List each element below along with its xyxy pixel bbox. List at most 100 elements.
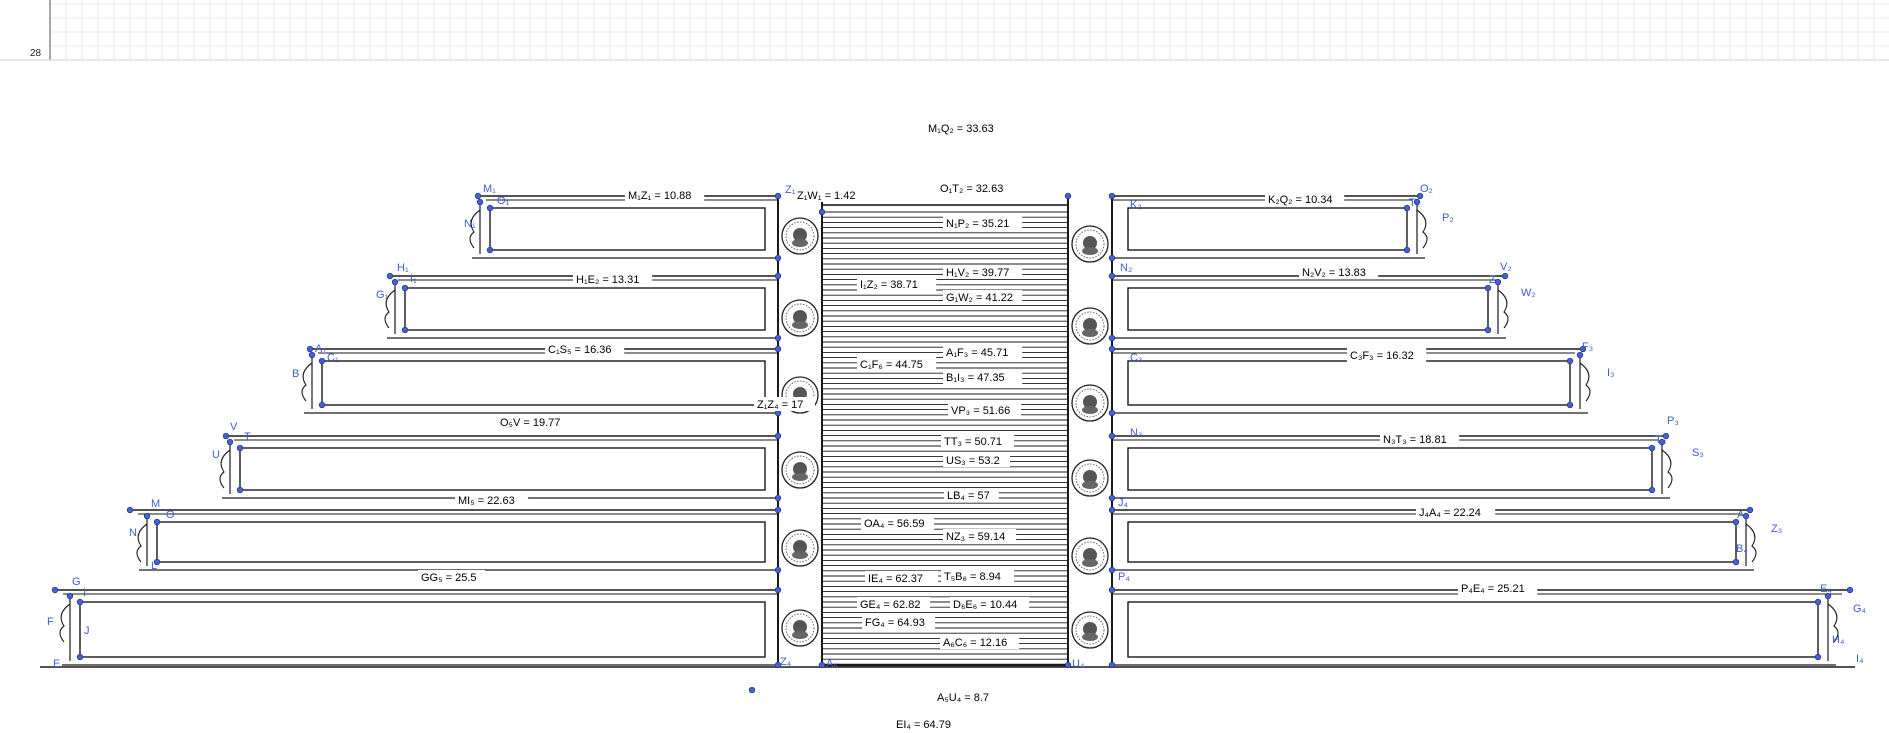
point[interactable] <box>774 334 782 342</box>
handle-curve <box>301 362 313 402</box>
point[interactable] <box>1108 661 1116 669</box>
point-label-O: O <box>166 509 175 521</box>
point[interactable] <box>1108 586 1116 594</box>
point[interactable] <box>76 653 84 661</box>
point[interactable] <box>1566 401 1574 409</box>
measure-OA4: OA₄ = 56.59 <box>861 516 935 530</box>
point[interactable] <box>1403 246 1411 254</box>
point[interactable] <box>1566 357 1574 365</box>
point[interactable] <box>1484 326 1492 334</box>
point[interactable] <box>306 345 314 353</box>
point[interactable] <box>774 506 782 514</box>
point[interactable] <box>76 598 84 606</box>
point[interactable] <box>774 432 782 440</box>
point[interactable] <box>66 592 74 600</box>
handle-curve <box>1661 449 1673 489</box>
measure-A5U4: A₅U₄ = 8.7 <box>934 690 1001 704</box>
point[interactable] <box>1501 272 1509 280</box>
point[interactable] <box>1108 272 1116 280</box>
measure-NZ3: NZ₃ = 59.14 <box>943 529 1017 543</box>
point[interactable] <box>1494 278 1502 286</box>
point[interactable] <box>1814 653 1822 661</box>
point[interactable] <box>1824 592 1832 600</box>
point[interactable] <box>236 444 244 452</box>
point[interactable] <box>1108 506 1116 514</box>
measure-IE4: IE₄ = 62.37 <box>865 571 939 585</box>
point[interactable] <box>1484 284 1492 292</box>
point[interactable] <box>1658 438 1666 446</box>
medallion-face <box>793 540 807 554</box>
point[interactable] <box>1579 345 1587 353</box>
point[interactable] <box>474 192 482 200</box>
point[interactable] <box>1576 351 1584 359</box>
handle-curve <box>384 289 396 329</box>
point[interactable] <box>1108 192 1116 200</box>
point[interactable] <box>1732 558 1740 566</box>
point[interactable] <box>774 345 782 353</box>
measure-H1E2: H₁E₂ = 13.31 <box>573 272 653 286</box>
point[interactable] <box>774 661 782 669</box>
point[interactable] <box>1814 598 1822 606</box>
point[interactable] <box>486 204 494 212</box>
point[interactable] <box>1648 486 1656 494</box>
point[interactable] <box>401 326 409 334</box>
point[interactable] <box>51 586 59 594</box>
point[interactable] <box>1108 409 1116 417</box>
point[interactable] <box>1108 566 1116 574</box>
point[interactable] <box>1648 444 1656 452</box>
point[interactable] <box>774 586 782 594</box>
point-label-T2: T₂ <box>1409 197 1420 209</box>
point[interactable] <box>818 661 826 669</box>
point[interactable] <box>318 357 326 365</box>
measure-C3F3: C₃F₃ = 16.32 <box>1347 348 1427 362</box>
point[interactable] <box>226 438 234 446</box>
point[interactable] <box>401 284 409 292</box>
point-label-N1: N₁ <box>464 218 476 230</box>
point[interactable] <box>1108 494 1116 502</box>
measure-text: C₃F₃ = 16.32 <box>1350 350 1414 362</box>
measure-G1W2: G₁W₂ = 41.22 <box>943 290 1023 304</box>
point-label-E: E <box>53 658 60 670</box>
point[interactable] <box>774 566 782 574</box>
point[interactable] <box>1108 345 1116 353</box>
point[interactable] <box>1064 661 1072 669</box>
point[interactable] <box>774 254 782 262</box>
measure-Z1W1: Z₁W₁ = 1.42 <box>794 188 868 202</box>
point[interactable] <box>1662 432 1670 440</box>
point[interactable] <box>486 246 494 254</box>
point[interactable] <box>1064 192 1072 200</box>
point[interactable] <box>748 686 756 694</box>
point[interactable] <box>774 192 782 200</box>
point[interactable] <box>126 506 134 514</box>
point[interactable] <box>153 518 161 526</box>
label-background <box>545 342 625 356</box>
point[interactable] <box>1732 518 1740 526</box>
point[interactable] <box>1746 506 1754 514</box>
point[interactable] <box>236 486 244 494</box>
point[interactable] <box>1742 512 1750 520</box>
point[interactable] <box>386 272 394 280</box>
point-label-J4: J₄ <box>1118 497 1129 509</box>
point[interactable] <box>222 432 230 440</box>
point-label-H1: H₁ <box>397 262 409 274</box>
point[interactable] <box>153 558 161 566</box>
point[interactable] <box>1416 192 1424 200</box>
point[interactable] <box>818 208 826 216</box>
medallion-icon <box>1071 611 1109 649</box>
point[interactable] <box>1108 432 1116 440</box>
point[interactable] <box>1403 204 1411 212</box>
point[interactable] <box>774 494 782 502</box>
point[interactable] <box>318 401 326 409</box>
point[interactable] <box>774 409 782 417</box>
point[interactable] <box>1108 254 1116 262</box>
point[interactable] <box>1846 586 1854 594</box>
point[interactable] <box>774 272 782 280</box>
point[interactable] <box>143 512 151 520</box>
point[interactable] <box>308 351 316 359</box>
point[interactable] <box>1413 198 1421 206</box>
point[interactable] <box>476 198 484 206</box>
point[interactable] <box>391 278 399 286</box>
point[interactable] <box>1108 334 1116 342</box>
